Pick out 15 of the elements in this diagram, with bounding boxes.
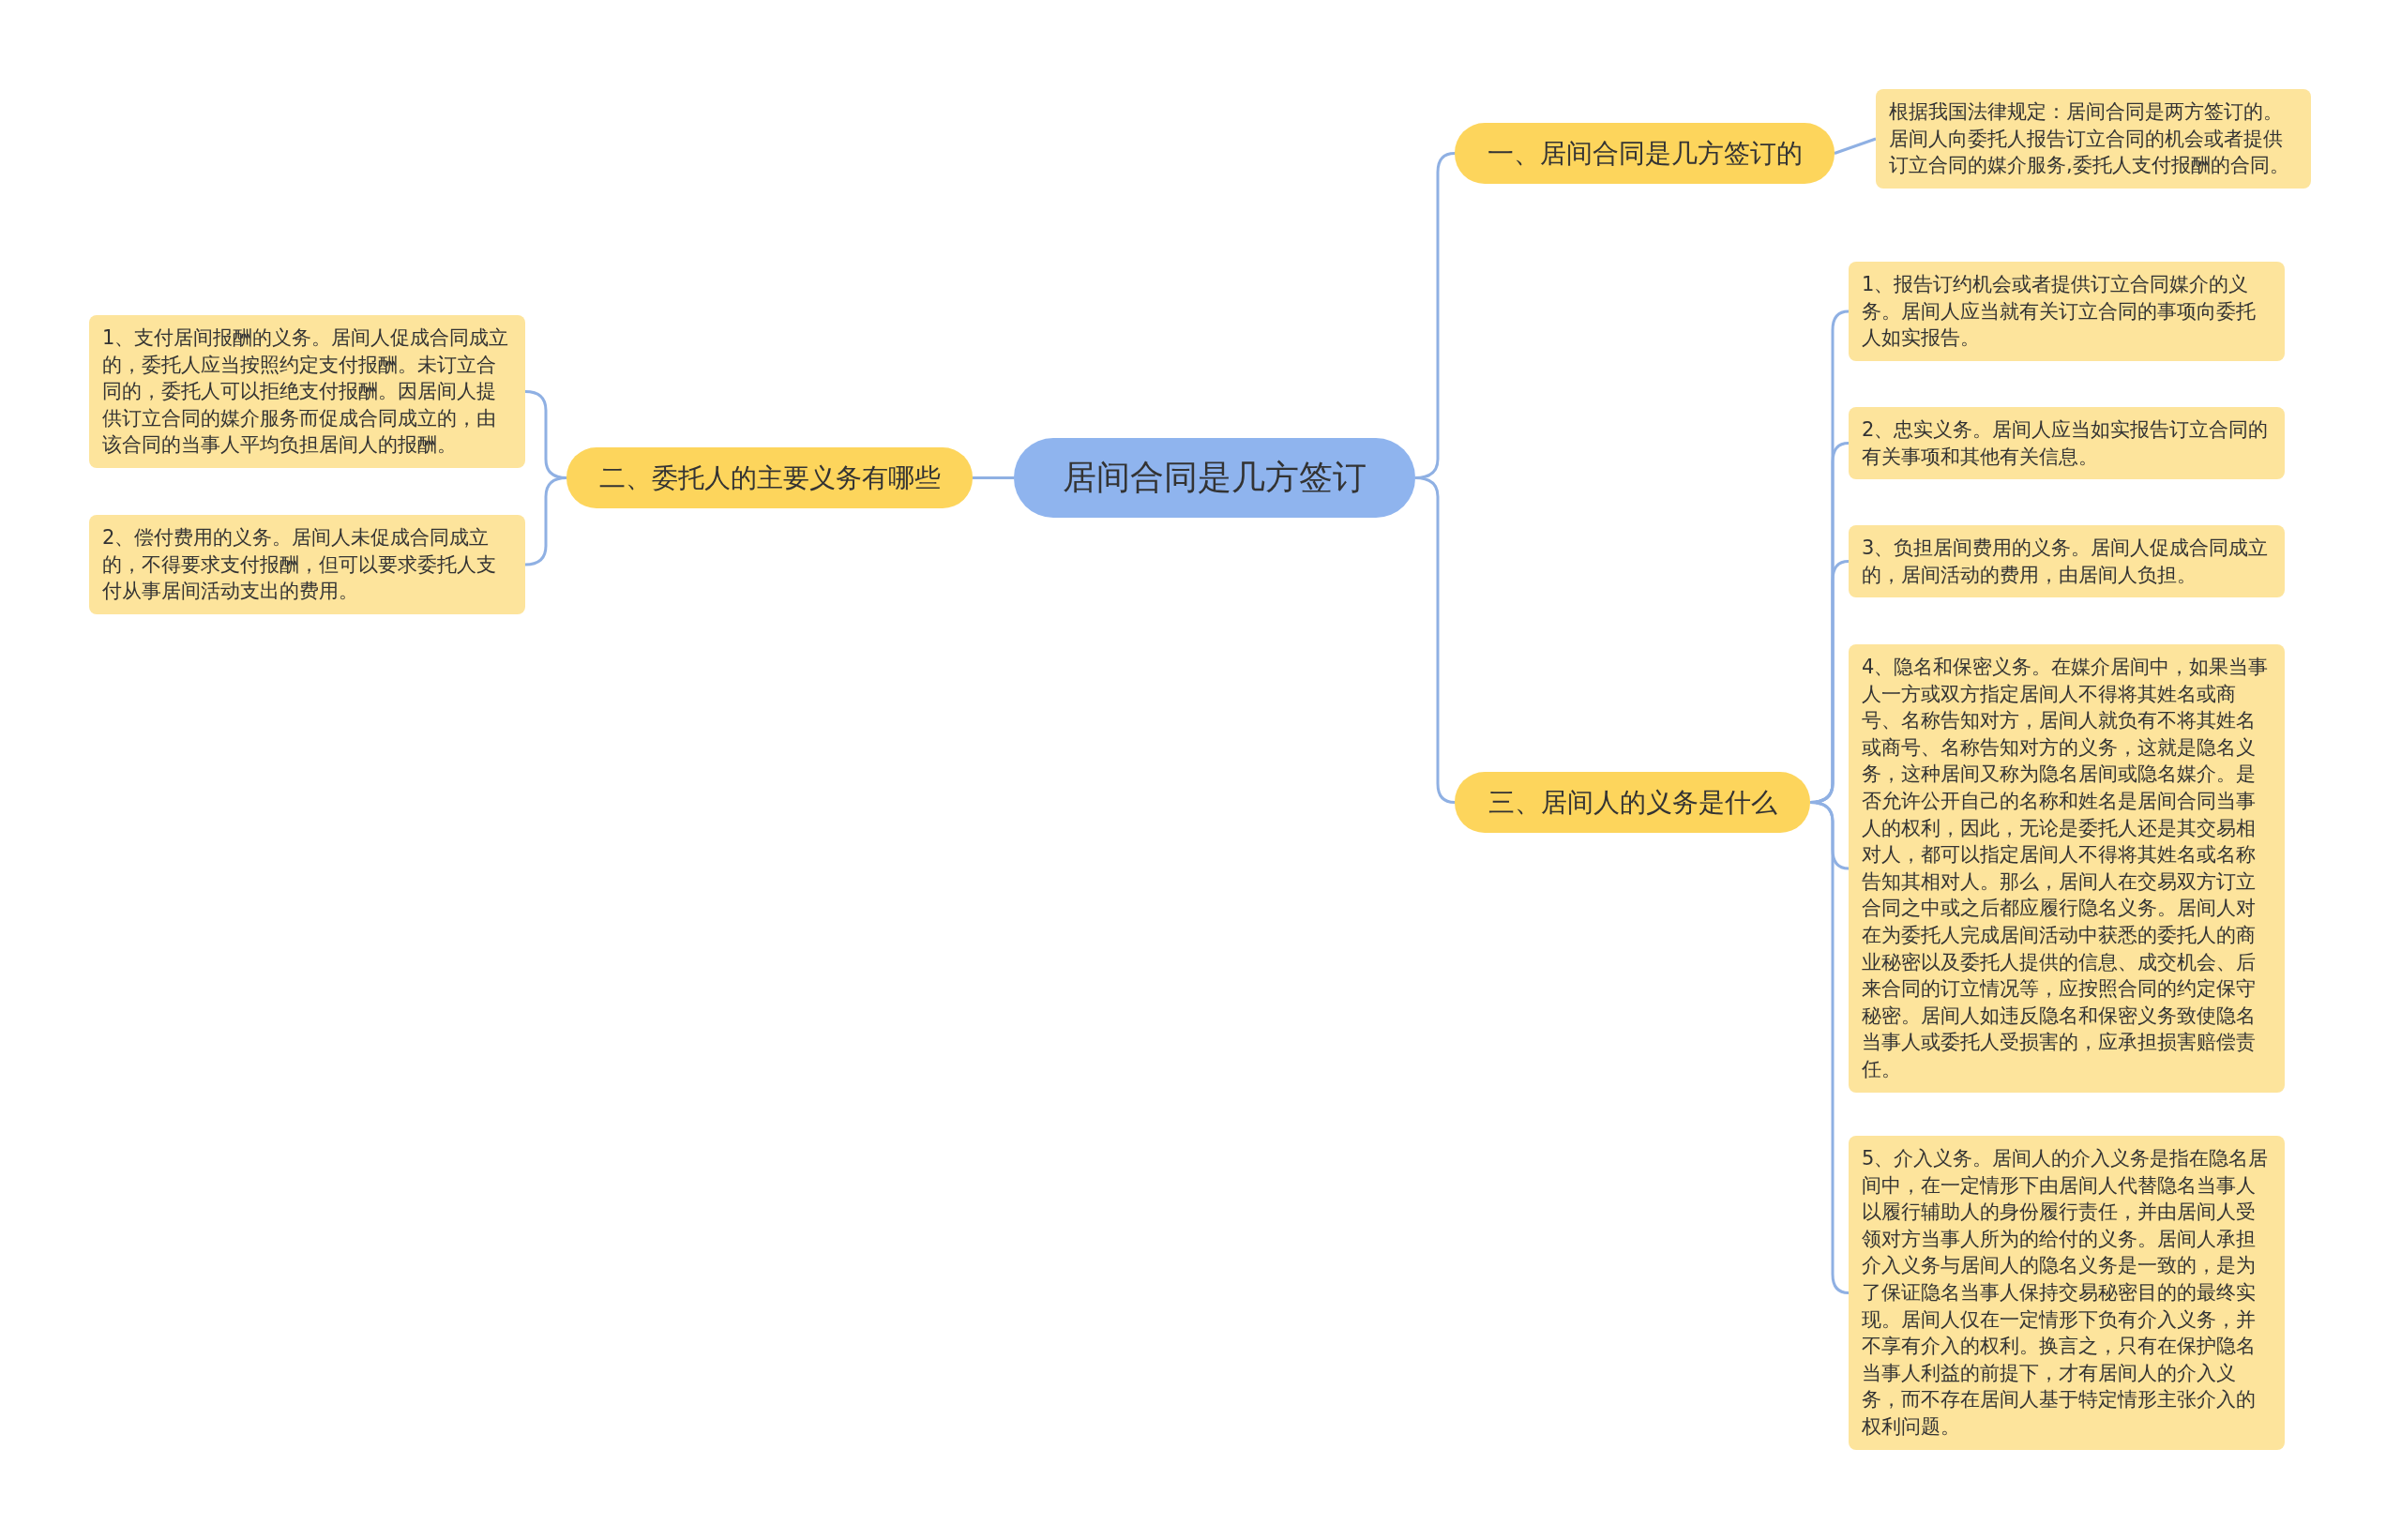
note-box: 4、隐名和保密义务。在媒介居间中，如果当事人一方或双方指定居间人不得将其姓名或商号、名称告知对方，居间人就负有不将其姓名或商号、名称告知对方的义务，这就是隐名义务，这种居间又称为隐名居间或隐名媒介。是否允许公开自己的名称和姓名是居间合同当事人的权利，因此，无论是委托人还是其交易相对人，都可以指定居间人不得将其姓名或名称告知其相对人。那么，居间人在交易双方订立合同之中或之后都应履行隐名义务。居间人对在为委托人完成居间活动中获悉的委托人的商业秘密以及委托人提供的信息、成交机会、后来合同的订立情况等，应按照合同的约定保守秘密。居间人如违反隐名和保密义务致使隐名当事人或委托人受损害的，应承担损害赔偿责任。: [1849, 644, 2285, 1093]
note-box: 根据我国法律规定：居间合同是两方签订的。居间人向委托人报告订立合同的机会或者提供订立合同的媒介服务,委托人支付报酬的合同。: [1876, 89, 2311, 189]
note-box: 1、支付居间报酬的义务。居间人促成合同成立的，委托人应当按照约定支付报酬。未订立合同的，委托人可以拒绝支付报酬。因居间人提供订立合同的媒介服务而促成合同成立的，由该合同的当事人平均负担居间人的报酬。: [89, 315, 525, 468]
note-box: 1、报告订约机会或者提供订立合同媒介的义务。居间人应当就有关订立合同的事项向委托人如实报告。: [1849, 262, 2285, 361]
note-box: 2、偿付费用的义务。居间人未促成合同成立的，不得要求支付报酬，但可以要求委托人支付从事居间活动支出的费用。: [89, 515, 525, 614]
topic-box: 一、居间合同是几方签订的: [1455, 123, 1835, 184]
connector-line: [973, 476, 1014, 479]
connector-line: [1809, 801, 1850, 1294]
topic-box: 二、委托人的主要义务有哪些: [566, 447, 973, 508]
connector-line: [1834, 137, 1877, 155]
central-topic: 居间合同是几方签订: [1014, 438, 1415, 518]
topic-box: 三、居间人的义务是什么: [1455, 772, 1810, 833]
note-box: 5、介入义务。居间人的介入义务是指在隐名居间中，在一定情形下由居间人代替隐名当事人以履行辅助人的身份履行责任，并由居间人受领对方当事人所为的给付的义务。居间人承担介入义务与居间人的隐名义务是一致的，是为了保证隐名当事人保持交易秘密目的的最终实现。居间人仅在一定情形下负有介入义务，并不享有介入的权利。换言之，只有在保护隐名当事人利益的前提下，才有居间人的介入义务，而不存在居间人基于特定情形主张介入的权利问题。: [1849, 1136, 2285, 1450]
note-box: 3、负担居间费用的义务。居间人促成合同成立的，居间活动的费用，由居间人负担。: [1849, 525, 2285, 598]
note-box: 2、忠实义务。居间人应当如实报告订立合同的有关事项和其他有关信息。: [1849, 407, 2285, 480]
